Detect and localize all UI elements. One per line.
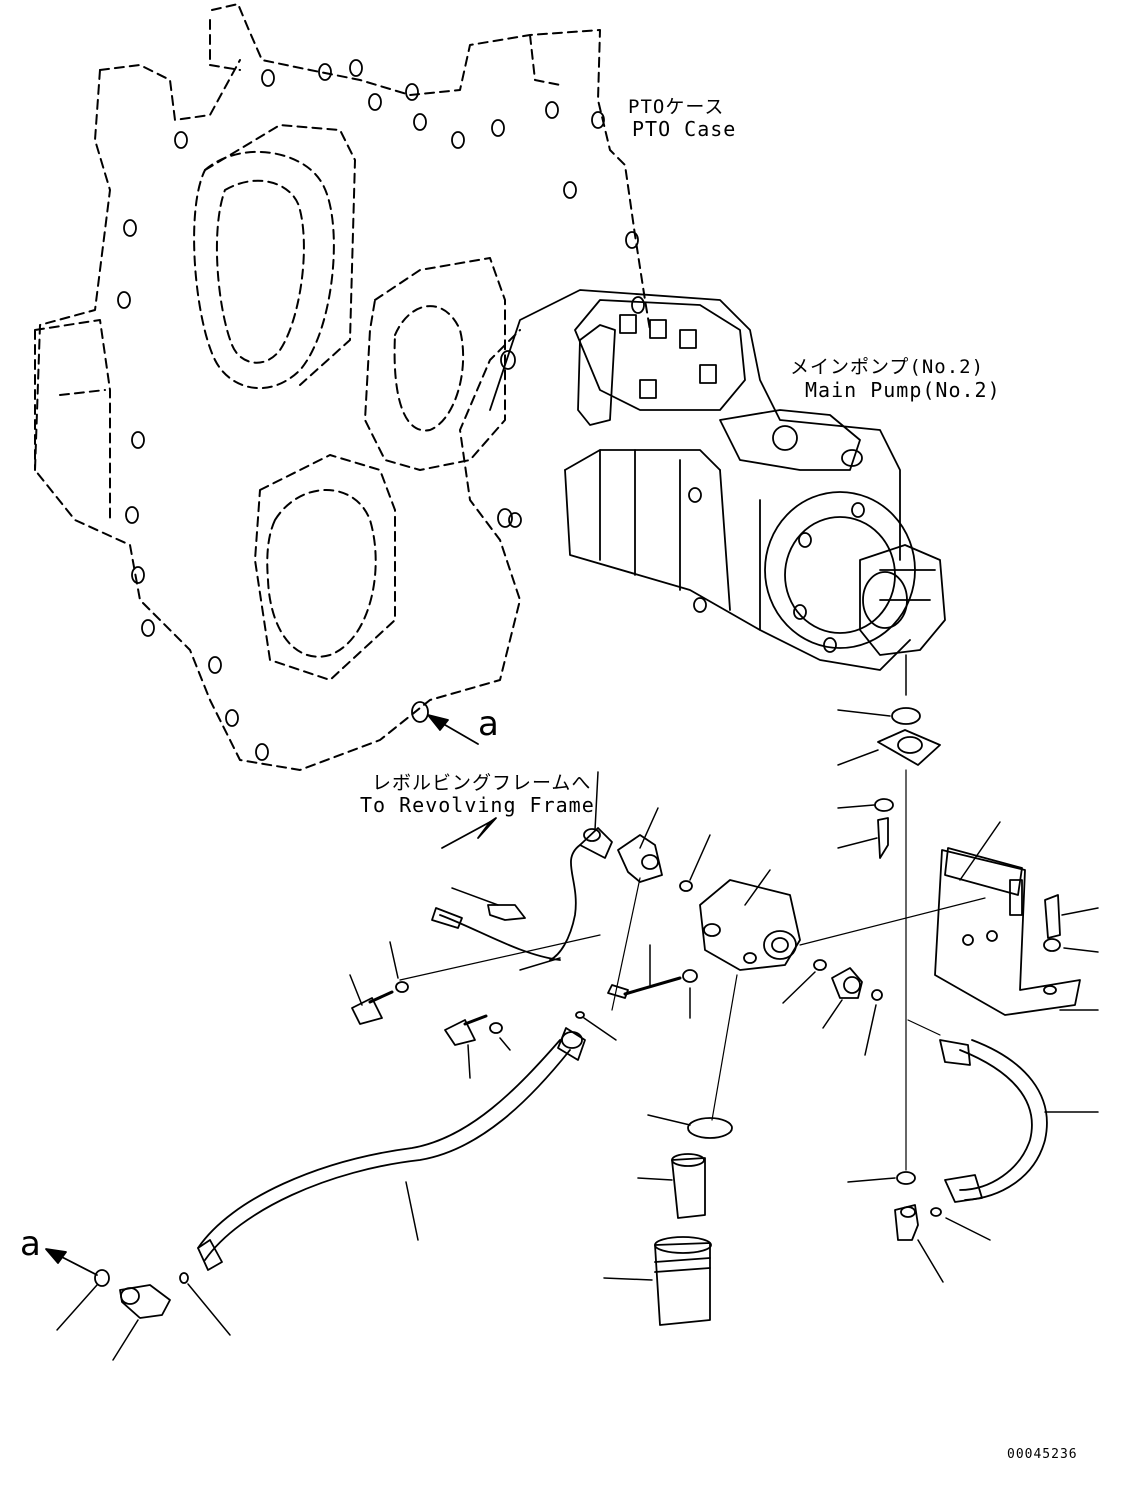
arrow-ref-a-bottom [45,1248,98,1276]
flange-stack [837,707,941,1185]
hose-right [907,1019,1099,1203]
arrow-ref-a-top [427,714,479,745]
harness-sensor [349,771,617,1079]
main-pump-label-jp: メインポンプ(No.2) [790,356,985,378]
revolving-frame-label-jp: レボルビングフレームへ [372,772,592,794]
pto-case-label-en: PTO Case [632,117,737,141]
hose-left [197,1027,586,1271]
ref-a-label-bottom: a [20,1224,41,1264]
fittings [56,807,991,1361]
arrow-to-revolving-frame [441,817,497,849]
revolving-frame-label-en: To Revolving Frame [360,793,595,817]
filter-assembly [603,869,986,1326]
pto-case-drawing [34,3,651,771]
pto-case-label-jp: PTOケース [628,96,725,118]
main-pump-drawing [489,289,946,671]
drawing-number: 00045236 [1007,1447,1078,1462]
bracket-drawing [934,821,1099,1016]
ref-a-label-top: a [478,704,499,744]
main-pump-label-en: Main Pump(No.2) [805,378,1001,402]
